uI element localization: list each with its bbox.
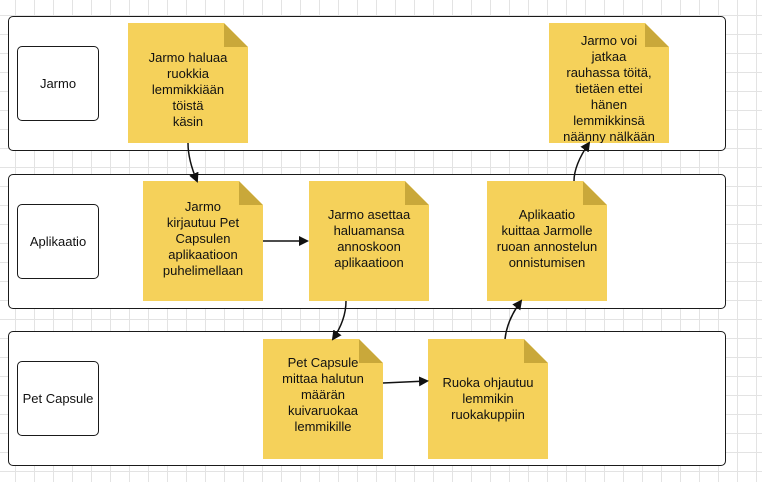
note-jarmo-continues-work: Jarmo voi jatkaa rauhassa töitä, tietäen…: [549, 23, 669, 143]
lane-label-jarmo: Jarmo: [17, 46, 99, 121]
note-text: Pet Capsule mittaa halutun määrän kuivar…: [282, 355, 364, 434]
lane-label-pet-capsule: Pet Capsule: [17, 361, 99, 436]
note-food-to-bowl: Ruoka ohjautuu lemmikin ruokakuppiin: [428, 339, 548, 459]
lane-label-aplikaatio: Aplikaatio: [17, 204, 99, 279]
note-text: Jarmo kirjautuu Pet Capsulen aplikaatioo…: [162, 199, 244, 278]
note-text: Aplikaatio kuittaa Jarmolle ruoan annost…: [496, 207, 598, 270]
note-jarmo-sets-portion: Jarmo asettaa haluamansa annoskoon aplik…: [309, 181, 429, 301]
note-jarmo-logs-in: Jarmo kirjautuu Pet Capsulen aplikaatioo…: [143, 181, 263, 301]
note-jarmo-wants-to-feed: Jarmo haluaa ruokkia lemmikkiään töistä …: [128, 23, 248, 143]
note-text: Ruoka ohjautuu lemmikin ruokakuppiin: [442, 375, 534, 422]
note-text: Jarmo asettaa haluamansa annoskoon aplik…: [327, 207, 411, 270]
note-text: Jarmo voi jatkaa rauhassa töitä, tietäen…: [563, 33, 655, 144]
note-text: Jarmo haluaa ruokkia lemmikkiään töistä …: [148, 50, 228, 129]
note-app-confirms: Aplikaatio kuittaa Jarmolle ruoan annost…: [487, 181, 607, 301]
note-capsule-measures: Pet Capsule mittaa halutun määrän kuivar…: [263, 339, 383, 459]
